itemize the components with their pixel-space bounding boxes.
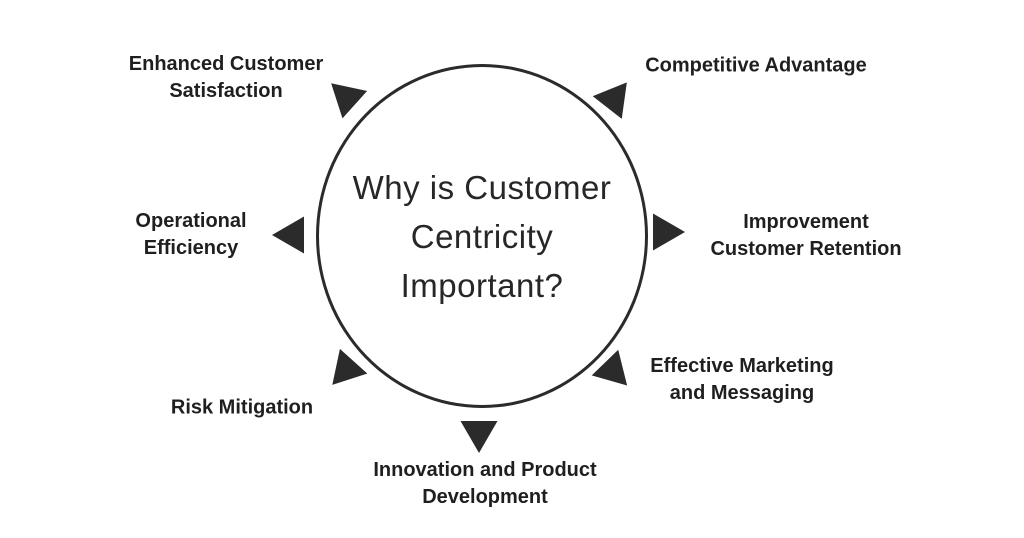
triangle-pointer-up-right-icon — [593, 71, 642, 119]
triangle-pointer-left-icon — [272, 217, 304, 254]
triangle-pointer-down-left-icon — [319, 349, 368, 398]
label-enhanced-customer-satisfaction: Enhanced Customer Satisfaction — [128, 53, 324, 102]
diagram-title: Why is Customer Centricity Important? — [352, 168, 612, 304]
label-improvement-customer-retention: Improvement Customer Retention — [710, 211, 902, 260]
label-effective-marketing-messaging: Effective Marketing and Messaging — [650, 355, 834, 404]
triangle-pointer-up-left-icon — [319, 70, 368, 119]
triangle-pointer-down-icon — [461, 421, 498, 453]
label-innovation-product-development: Innovation and Product Development — [373, 459, 597, 508]
center-circle: Why is Customer Centricity Important? — [316, 64, 648, 408]
triangle-pointer-right-icon — [653, 214, 685, 251]
label-risk-mitigation: Risk Mitigation — [170, 396, 314, 419]
label-competitive-advantage: Competitive Advantage — [645, 54, 867, 77]
label-operational-efficiency: Operational Efficiency — [135, 210, 247, 259]
